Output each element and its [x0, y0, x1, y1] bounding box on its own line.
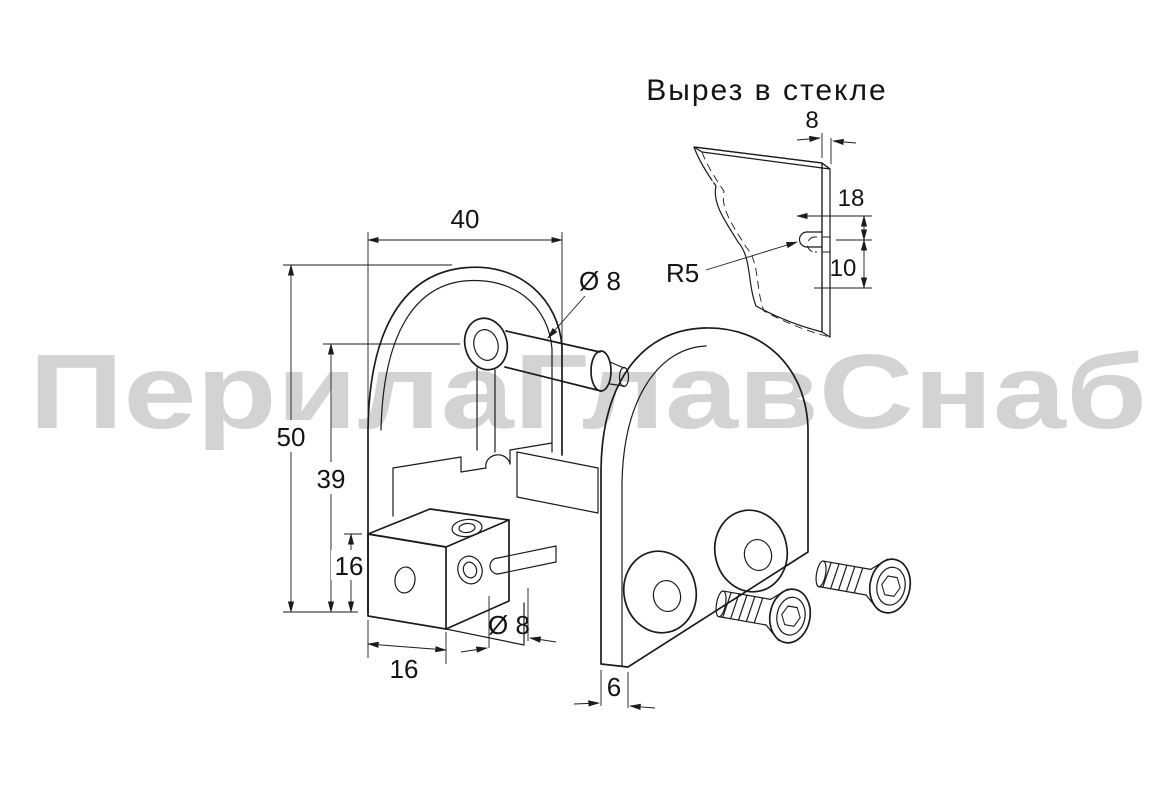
base-side-hole	[457, 555, 483, 585]
dimension-width-40: 40	[367, 204, 563, 426]
dimension-hole-diameter: Ø 8	[460, 588, 557, 653]
dim-slot-radius-label: R5	[666, 258, 699, 288]
dimensions: 40 Ø 8 50 39 16 16	[273, 204, 656, 710]
dim-glass-thickness-label: 8	[805, 107, 818, 134]
dim-hole-dia-label: Ø 8	[488, 610, 530, 640]
dim-width-label: 40	[451, 204, 480, 234]
dim-pin-dia-label: Ø 8	[579, 266, 621, 296]
detail-title: Вырез в стекле	[646, 74, 887, 107]
glass-hidden-edge	[701, 151, 831, 338]
dim-inner-height-label: 39	[317, 464, 346, 494]
front-clamp-plate	[600, 327, 809, 668]
dim-base-width-label: 16	[390, 654, 419, 684]
dimension-base-height-16: 16	[331, 533, 367, 613]
dim-height-label: 50	[277, 422, 306, 452]
watermark: ПерилаГлавСнаб	[29, 333, 1147, 451]
watermark-text: ПерилаГлавСнаб	[29, 333, 1147, 451]
dimension-pin-diameter: Ø 8	[547, 266, 621, 339]
dim-slot-depth-label: 18	[838, 185, 865, 212]
base-block	[367, 508, 557, 646]
dimension-height-50: 50	[273, 264, 452, 613]
base-top-hole	[451, 518, 483, 538]
dim-slot-height-label: 10	[830, 255, 857, 282]
dimension-slot-radius: R5	[666, 241, 798, 288]
rear-clamp-plate	[367, 266, 599, 613]
glass-slot	[798, 231, 830, 253]
dim-base-height-label: 16	[335, 551, 364, 581]
groove-channel	[497, 545, 557, 575]
dimension-plate-thickness-6: 6	[573, 670, 656, 710]
dimension-slot-depth: 18	[796, 185, 872, 241]
countersink-hole-b	[713, 509, 789, 593]
glass-shine	[711, 159, 759, 198]
dimension-base-width-16: 16	[367, 620, 447, 684]
countersunk-screw-1	[711, 575, 816, 647]
glass-panel-face	[693, 146, 823, 333]
pivot-pin	[463, 317, 630, 392]
base-front-hole	[394, 566, 416, 594]
pivot-hole-outer	[463, 317, 509, 371]
pivot-hole-inner	[473, 329, 499, 361]
clamp-assembly	[367, 266, 916, 668]
glass-panel-edge	[821, 162, 831, 338]
dimension-slot-height: 10	[814, 239, 872, 289]
countersink-hole-a	[622, 550, 698, 634]
glass-panel-top	[693, 146, 831, 170]
countersunk-screw-2	[811, 545, 916, 617]
dim-plate-thickness-label: 6	[607, 672, 621, 702]
glass-cutout-detail: Вырез в стекле 8 18	[646, 74, 887, 338]
dimension-glass-thickness: 8	[796, 107, 857, 164]
